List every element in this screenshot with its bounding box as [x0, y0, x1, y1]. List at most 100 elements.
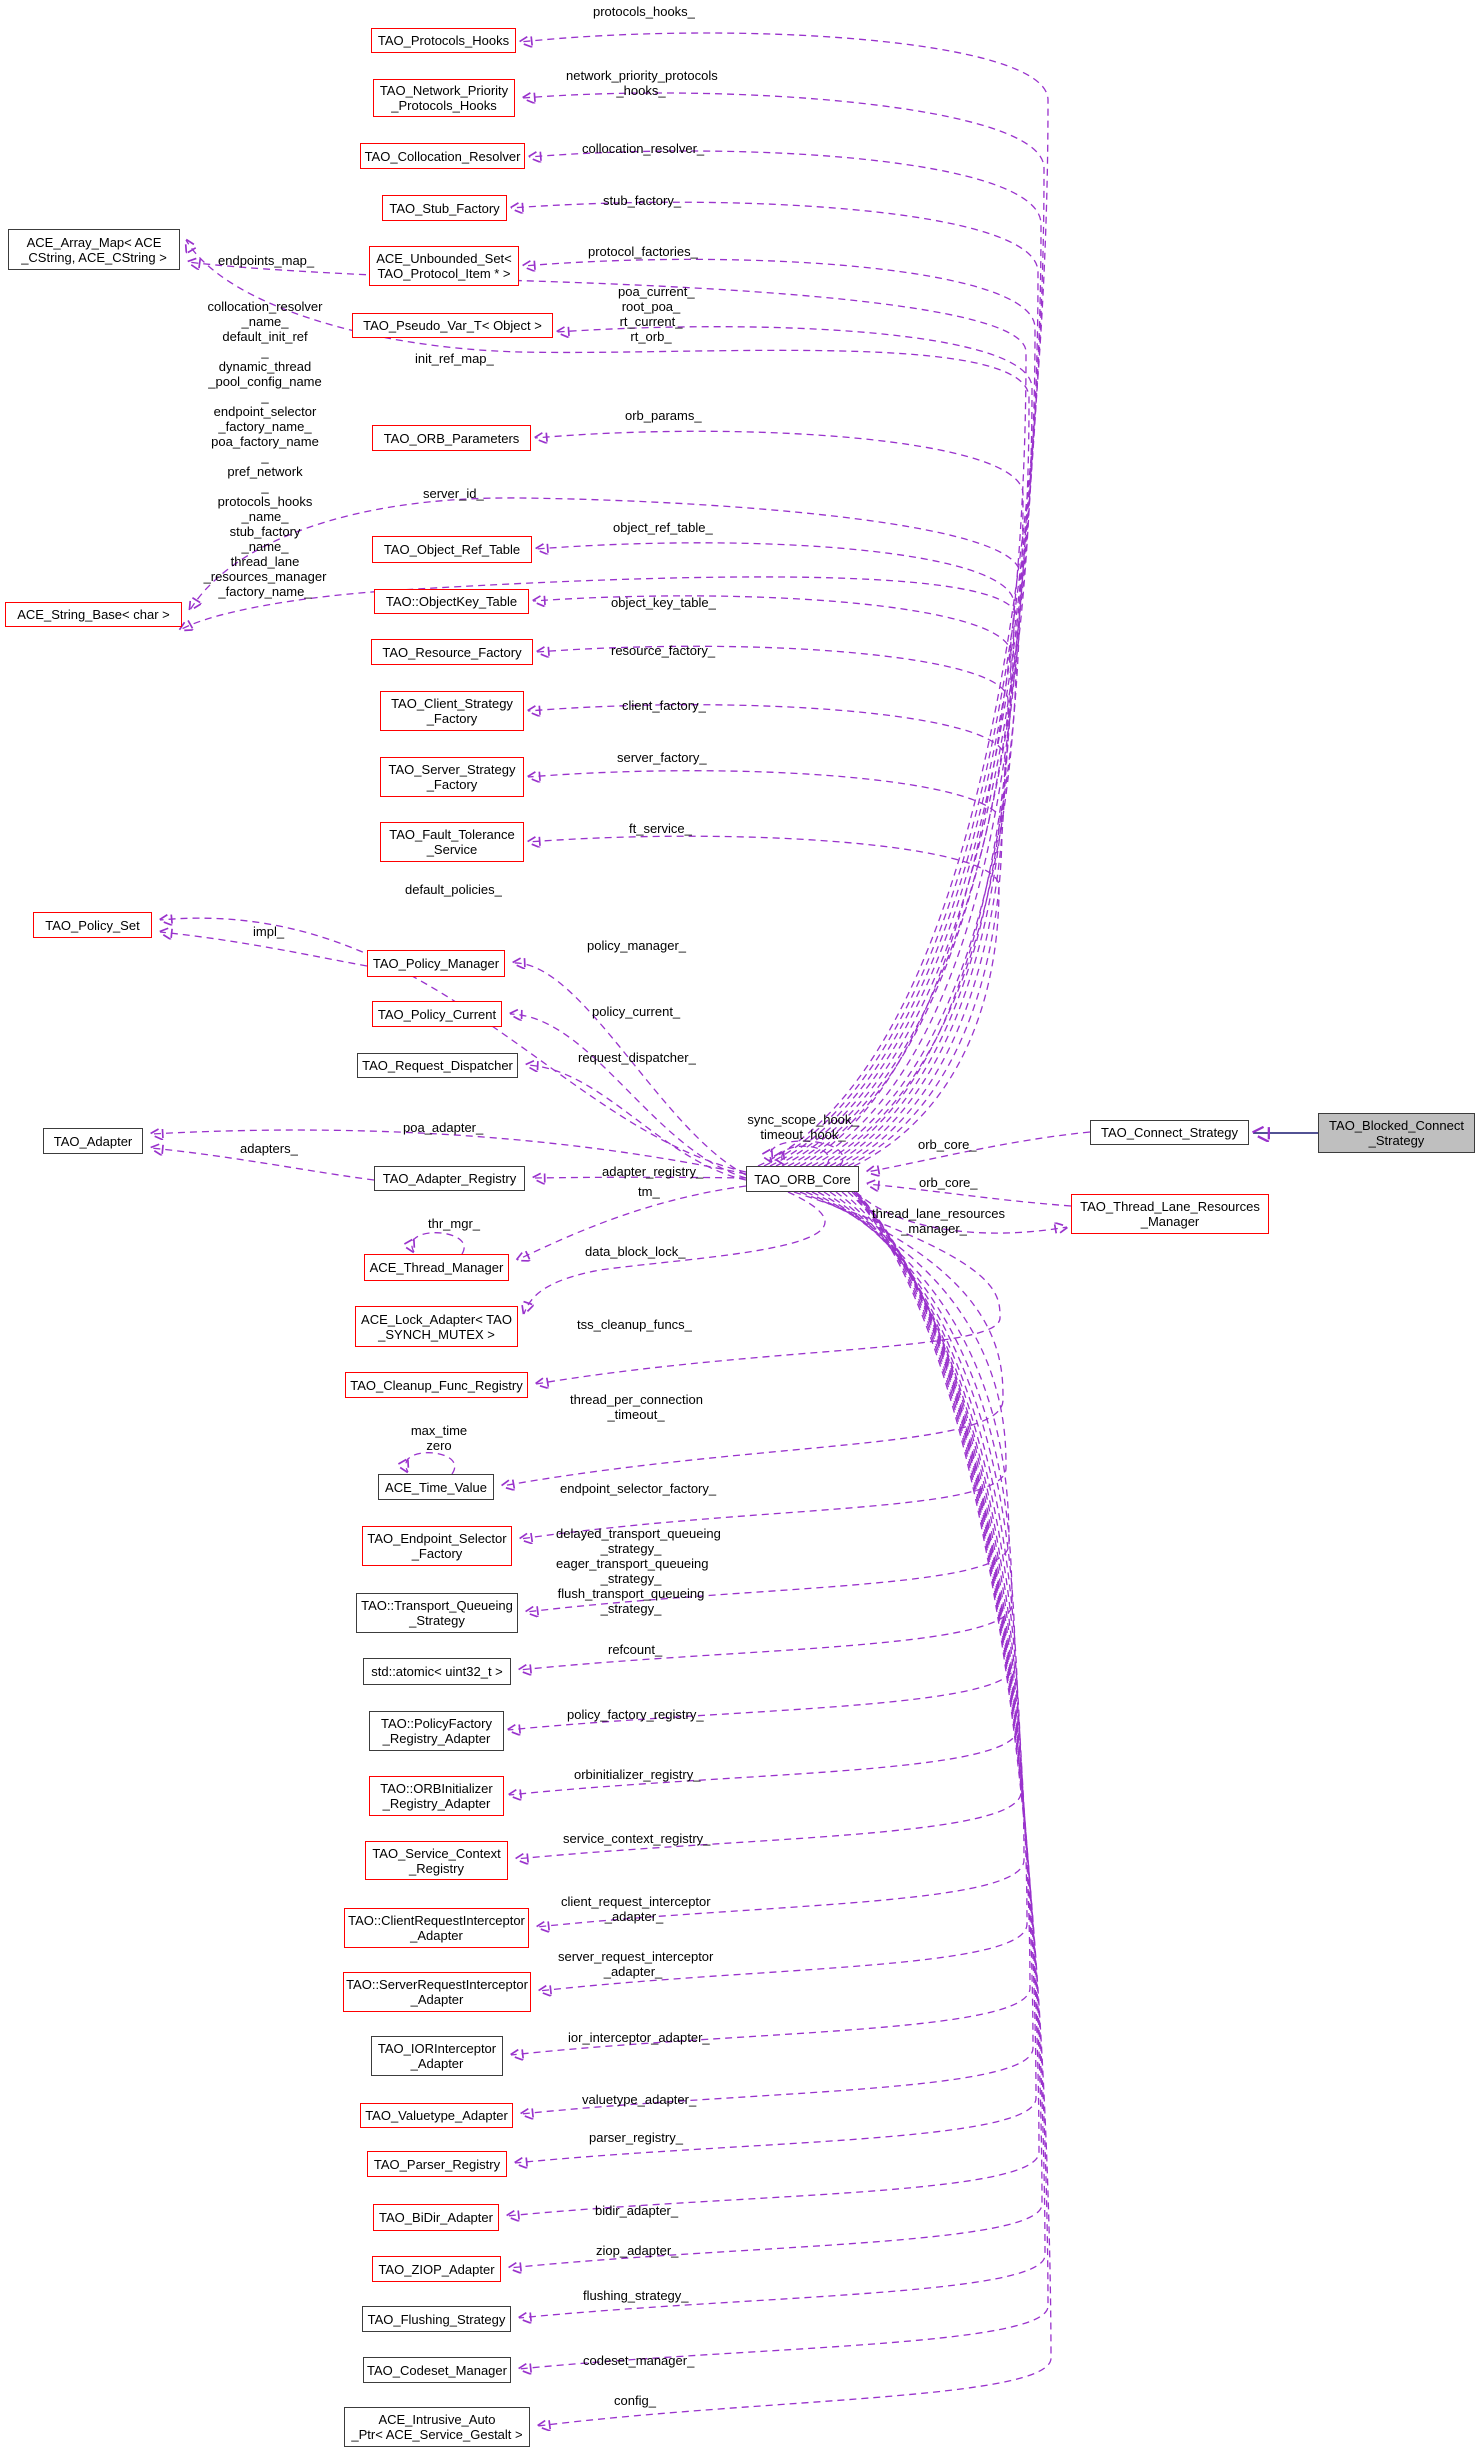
node-tao-object-ref-table[interactable]: TAO_Object_Ref_Table — [372, 536, 532, 563]
node-tao-service-context-registry[interactable]: TAO_Service_Context _Registry — [365, 1841, 508, 1880]
edge-label-adapters: adapters_ — [240, 1141, 298, 1156]
edge-label-endpoint-selector-factory: endpoint_selector_factory_ — [560, 1481, 717, 1496]
node-tao-policy-manager[interactable]: TAO_Policy_Manager — [367, 950, 505, 977]
edge-label-object-ref-table: object_ref_table_ — [613, 520, 713, 535]
node-tao-cleanup-func-registry[interactable]: TAO_Cleanup_Func_Registry — [345, 1372, 528, 1398]
edge-label-thread-lane-resources-manager: thread_lane_resources _manager_ — [872, 1206, 1005, 1236]
edge-label-orb-core-bottom: orb_core_ — [919, 1175, 978, 1190]
edge-label-server-request-interceptor-adapter: server_request_interceptor _adapter_ — [558, 1949, 714, 1979]
edge-ft-service — [528, 836, 1000, 1167]
node-tao-flushing-strategy[interactable]: TAO_Flushing_Strategy — [362, 2306, 511, 2332]
edge-transport-queueing — [526, 1191, 1010, 1612]
edge-protocol-factories — [523, 259, 1036, 1167]
node-tao-objectkey-table[interactable]: TAO::ObjectKey_Table — [374, 589, 529, 614]
edge-server-factory — [528, 771, 1003, 1167]
node-tao-valuetype-adapter[interactable]: TAO_Valuetype_Adapter — [360, 2103, 513, 2128]
edge-label-impl: impl_ — [253, 924, 285, 939]
edge-server-request-interceptor — [539, 1191, 1028, 1991]
edge-label-stub-factory: stub_factory_ — [603, 193, 682, 208]
node-tao-stub-factory[interactable]: TAO_Stub_Factory — [382, 195, 507, 221]
edge-object-key-table — [533, 596, 1012, 1167]
node-tao-pseudo-var-t[interactable]: TAO_Pseudo_Var_T< Object > — [352, 313, 553, 338]
edge-label-service-context-registry: service_context_registry_ — [563, 1831, 711, 1846]
node-tao-serverrequestinterceptor-adapter[interactable]: TAO::ServerRequestInterceptor _Adapter — [343, 1972, 531, 2012]
node-tao-collocation-resolver[interactable]: TAO_Collocation_Resolver — [360, 143, 525, 169]
edge-label-sync-timeout-hooks: sync_scope_hook_ timeout_hook_ — [747, 1112, 859, 1142]
node-tao-server-strategy-factory[interactable]: TAO_Server_Strategy _Factory — [380, 757, 524, 797]
edge-bidir-adapter — [507, 1192, 1040, 2216]
node-tao-blocked-connect-strategy: TAO_Blocked_Connect _Strategy — [1318, 1113, 1475, 1153]
node-ace-time-value[interactable]: ACE_Time_Value — [378, 1474, 494, 1500]
node-tao-fault-tolerance-service[interactable]: TAO_Fault_Tolerance _Service — [380, 822, 524, 862]
edge-flushing-strategy — [519, 1195, 1046, 2318]
edge-label-init-ref-map: init_ref_map_ — [415, 351, 494, 366]
edge-stub-factory — [511, 202, 1039, 1167]
node-std-atomic[interactable]: std::atomic< uint32_t > — [363, 1658, 511, 1685]
edge-orb-core-top — [867, 1131, 1091, 1172]
edge-label-protocols-hooks: protocols_hooks_ — [593, 4, 695, 19]
edge-label-valuetype-adapter: valuetype_adapter_ — [582, 2092, 697, 2107]
node-tao-protocols-hooks[interactable]: TAO_Protocols_Hooks — [371, 28, 516, 53]
edge-label-tss-cleanup-funcs: tss_cleanup_funcs_ — [577, 1317, 692, 1332]
edge-label-ior-interceptor-adapter: ior_interceptor_adapter_ — [568, 2030, 710, 2045]
edge-label-poa-adapter: poa_adapter_ — [403, 1120, 484, 1135]
edge-label-data-block-lock: data_block_lock_ — [585, 1244, 686, 1259]
node-tao-connect-strategy[interactable]: TAO_Connect_Strategy — [1090, 1120, 1249, 1145]
node-tao-client-strategy-factory[interactable]: TAO_Client_Strategy _Factory — [380, 691, 524, 731]
edge-thr-mgr-selfloop — [412, 1232, 465, 1254]
edge-data-block-lock — [524, 1191, 826, 1314]
node-ace-thread-manager[interactable]: ACE_Thread_Manager — [364, 1254, 509, 1281]
edge-ziop-adapter — [509, 1193, 1043, 2268]
node-tao-codeset-manager[interactable]: TAO_Codeset_Manager — [363, 2357, 511, 2383]
node-tao-clientrequestinterceptor-adapter[interactable]: TAO::ClientRequestInterceptor _Adapter — [344, 1908, 529, 1948]
node-tao-request-dispatcher[interactable]: TAO_Request_Dispatcher — [357, 1053, 518, 1078]
edge-label-endpoints-map: endpoints_map_ — [218, 253, 315, 268]
node-tao-policyfactory-registry-adapter[interactable]: TAO::PolicyFactory _Registry_Adapter — [369, 1711, 504, 1751]
edge-label-max-time-zero: max_time zero — [410, 1423, 468, 1453]
node-tao-orbinitializer-registry-adapter[interactable]: TAO::ORBInitializer _Registry_Adapter — [369, 1776, 504, 1816]
node-tao-ziop-adapter[interactable]: TAO_ZIOP_Adapter — [372, 2256, 501, 2282]
edge-server-id — [190, 497, 1021, 1167]
edge-codeset-manager — [519, 1197, 1049, 2369]
node-tao-endpoint-selector-factory[interactable]: TAO_Endpoint_Selector _Factory — [362, 1526, 512, 1566]
node-tao-adapter-registry[interactable]: TAO_Adapter_Registry — [374, 1166, 525, 1191]
node-tao-iorinterceptor-adapter[interactable]: TAO_IORInterceptor _Adapter — [371, 2036, 503, 2076]
node-tao-orb-core[interactable]: TAO_ORB_Core — [746, 1166, 859, 1192]
edge-label-parser-registry: parser_registry_ — [589, 2130, 683, 2145]
edge-policy-current — [510, 1014, 747, 1179]
node-ace-lock-adapter[interactable]: ACE_Lock_Adapter< TAO _SYNCH_MUTEX > — [355, 1306, 518, 1347]
edge-object-ref-table — [536, 543, 1015, 1167]
node-ace-array-map[interactable]: ACE_Array_Map< ACE _CString, ACE_CString… — [8, 229, 180, 270]
node-tao-resource-factory[interactable]: TAO_Resource_Factory — [371, 639, 533, 665]
node-tao-parser-registry[interactable]: TAO_Parser_Registry — [367, 2151, 507, 2177]
edge-label-orb-core-top: orb_core_ — [918, 1137, 977, 1152]
node-tao-orb-parameters[interactable]: TAO_ORB_Parameters — [372, 425, 531, 451]
edge-policy-factory-registry — [508, 1191, 1016, 1730]
node-tao-thread-lane-resources-manager[interactable]: TAO_Thread_Lane_Resources _Manager — [1071, 1194, 1269, 1234]
edge-label-orbinitializer-registry: orbinitializer_registry_ — [574, 1767, 701, 1782]
edge-label-client-request-interceptor-adapter: client_request_interceptor _adapter_ — [561, 1894, 711, 1924]
node-ace-intrusive-auto-ptr[interactable]: ACE_Intrusive_Auto _Ptr< ACE_Service_Ges… — [344, 2407, 530, 2447]
edge-tm — [517, 1185, 747, 1260]
edge-endpoint-selector-factory — [520, 1191, 1007, 1539]
edge-label-default-policies: default_policies_ — [405, 882, 502, 897]
node-tao-network-priority-protocols-hooks[interactable]: TAO_Network_Priority _Protocols_Hooks — [373, 79, 515, 117]
node-ace-string-base[interactable]: ACE_String_Base< char > — [5, 602, 182, 627]
edge-label-transport-queueing-strategies: delayed_transport_queueing _strategy_ ea… — [556, 1526, 721, 1616]
node-tao-transport-queueing-strategy[interactable]: TAO::Transport_Queueing _Strategy — [356, 1593, 518, 1633]
node-ace-unbounded-set[interactable]: ACE_Unbounded_Set< TAO_Protocol_Item * > — [369, 246, 519, 286]
node-tao-bidir-adapter[interactable]: TAO_BiDir_Adapter — [373, 2204, 499, 2231]
edge-label-config: config_ — [614, 2393, 656, 2408]
edge-label-ft-service: ft_service_ — [629, 821, 692, 836]
edge-label-protocol-factories: protocol_factories_ — [588, 244, 698, 259]
edge-label-poa-current-group: poa_current_ root_poa_ rt_current_ rt_or… — [618, 284, 695, 344]
edge-protocols-hooks — [520, 33, 1049, 1167]
edge-client-request-interceptor — [537, 1191, 1025, 1927]
edge-thread-per-connection-timeout — [502, 1191, 1004, 1486]
edge-label-thr-mgr: thr_mgr_ — [428, 1216, 481, 1231]
node-tao-policy-set[interactable]: TAO_Policy_Set — [33, 912, 152, 938]
edge-timeout-hook-selfloop — [770, 1140, 844, 1166]
node-tao-adapter[interactable]: TAO_Adapter — [43, 1128, 143, 1154]
node-tao-policy-current[interactable]: TAO_Policy_Current — [372, 1001, 502, 1027]
